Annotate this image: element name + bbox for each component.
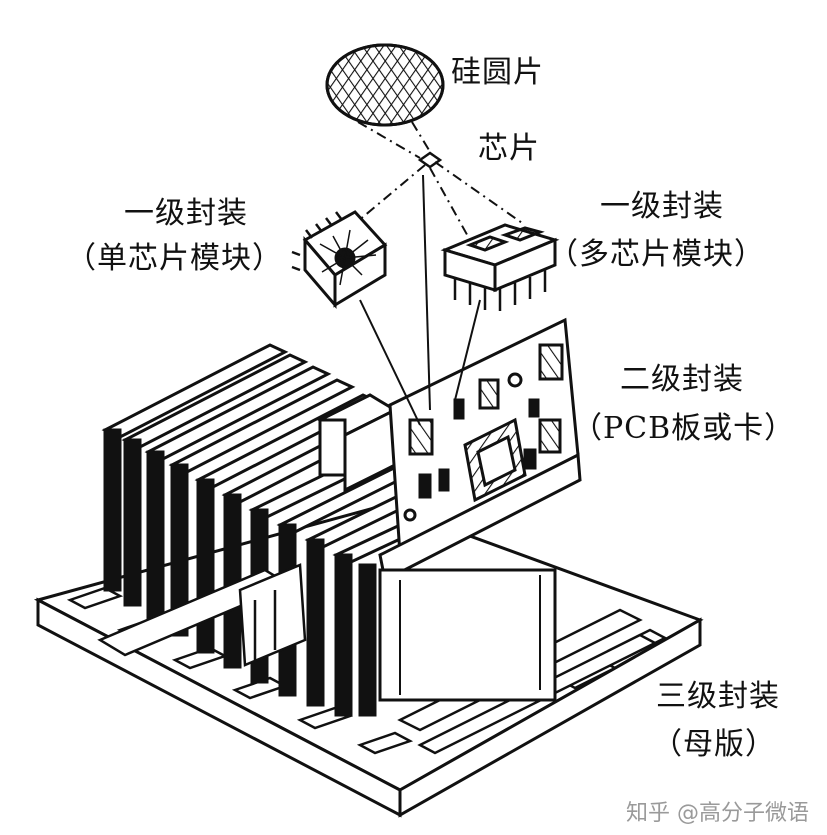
connector-block (316, 393, 399, 493)
label-level1-multi-line1: 一级封装 (600, 189, 724, 224)
multi-chip-module (440, 223, 560, 311)
label-level1-multi-line2: （多芯片模块） (548, 237, 765, 272)
pcb-card (378, 317, 582, 702)
explode-lines (344, 121, 526, 241)
heatsink-fins (101, 343, 419, 717)
single-chip-module (291, 210, 388, 310)
watermark: 知乎 @高分子微语 (626, 801, 809, 826)
chip (417, 151, 443, 169)
label-level1-single-line2: （单芯片模块） (66, 241, 283, 276)
label-chip: 芯片 (478, 131, 540, 166)
label-wafer: 硅圆片 (451, 55, 544, 90)
label-level2-line1: 二级封装 (620, 362, 744, 397)
label-level1-single-line1: 一级封装 (124, 196, 248, 231)
label-level3-line1: 三级封装 (656, 679, 780, 714)
ribbon-cable (97, 563, 307, 667)
label-level3-line2: （母版） (652, 727, 776, 762)
silicon-wafer (325, 43, 445, 127)
label-level2-line2: （PCB板或卡） (572, 411, 796, 446)
